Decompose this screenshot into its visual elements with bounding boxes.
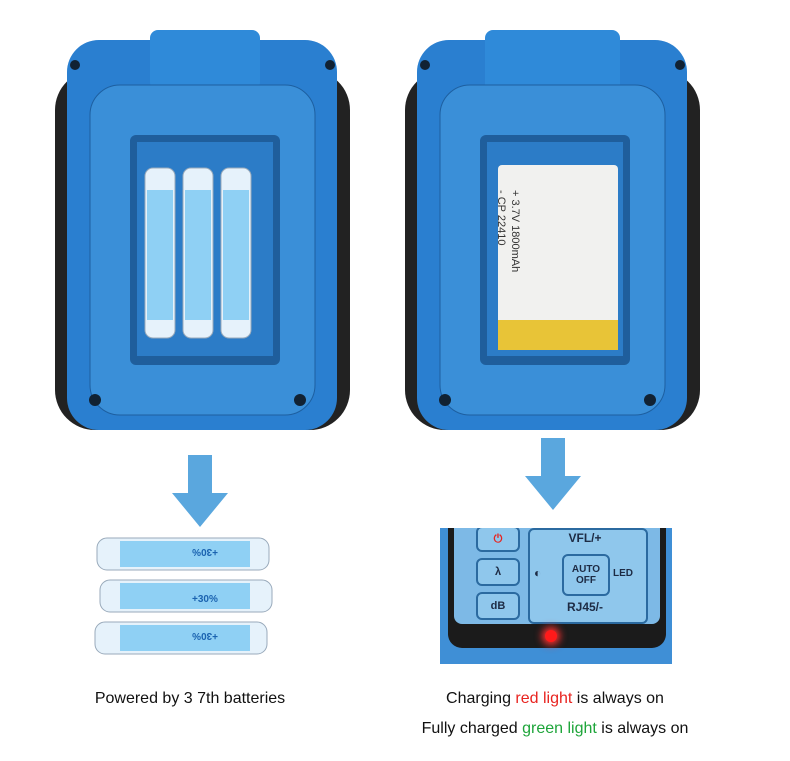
battery-print: +30% bbox=[192, 594, 218, 605]
auto-off-button[interactable]: AUTO OFF bbox=[562, 554, 610, 596]
device-back-aa-batteries bbox=[55, 30, 350, 430]
aa-battery bbox=[220, 167, 252, 339]
green-light-text: green light bbox=[522, 720, 597, 737]
aa-battery: +30% bbox=[94, 621, 268, 655]
power-button[interactable]: ⏻ bbox=[476, 528, 520, 552]
lipo-label: + 3.7V 1800mAh - CP 22410 bbox=[494, 190, 522, 272]
lipo-battery bbox=[498, 165, 618, 350]
aa-battery bbox=[182, 167, 214, 339]
lipo-label-line: - CP 22410 bbox=[495, 190, 507, 246]
rj45-button[interactable]: RJ45/- bbox=[566, 600, 604, 614]
led-button[interactable]: LED bbox=[613, 568, 633, 579]
db-button[interactable]: dB bbox=[476, 592, 520, 620]
arrow-down-icon bbox=[172, 455, 228, 527]
caption-text: is always on bbox=[572, 690, 664, 707]
red-charging-light bbox=[545, 630, 557, 642]
aa-battery: +30% bbox=[96, 537, 270, 571]
wavelength-button[interactable]: λ bbox=[476, 558, 520, 586]
charging-caption: Charging red light is always on bbox=[380, 690, 730, 708]
lipo-label-line: + 3.7V 1800mAh bbox=[509, 190, 521, 273]
caption-text: Charging bbox=[446, 690, 516, 707]
vfl-button[interactable]: VFL/+ bbox=[568, 531, 602, 545]
battery-print: +30% bbox=[192, 630, 218, 641]
charged-caption: Fully charged green light is always on bbox=[380, 720, 730, 738]
aa-battery: +30% bbox=[99, 579, 273, 613]
caption-text: is always on bbox=[596, 720, 689, 737]
arrow-down-icon bbox=[525, 438, 581, 510]
left-caption: Powered by 3 7th batteries bbox=[94, 690, 286, 707]
brightness-icon[interactable]: ◐ bbox=[534, 566, 542, 580]
device-back-lipo-battery bbox=[405, 30, 700, 430]
caption-text: Fully charged bbox=[421, 720, 523, 737]
battery-print: +30% bbox=[192, 546, 218, 557]
red-light-text: red light bbox=[515, 690, 573, 707]
keypad-closeup: ⏻ λ dB VFL/+ ◐ AUTO OFF LED RJ45/- bbox=[440, 528, 672, 664]
aa-batteries-stack: +30% +30% +30% bbox=[94, 537, 273, 655]
aa-battery bbox=[144, 167, 176, 339]
